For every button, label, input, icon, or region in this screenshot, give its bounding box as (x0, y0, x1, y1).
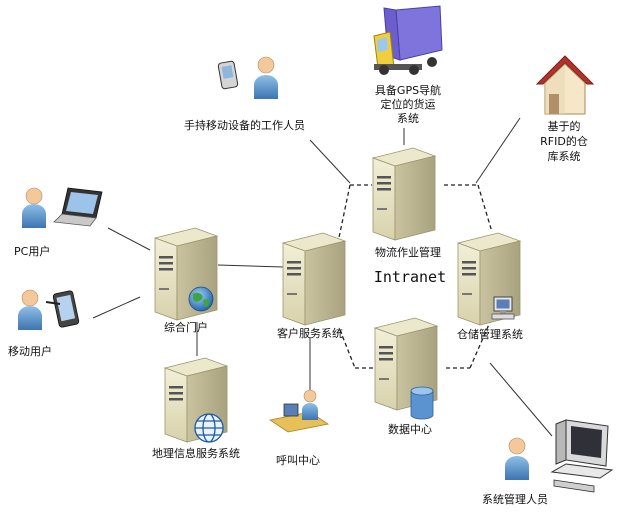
label-rfid-line2: RFID的仓 (540, 134, 588, 148)
desktop-computer-icon (550, 419, 614, 493)
label-truck-line1: 具备GPS导航 (375, 83, 441, 97)
server-customer-service (281, 232, 347, 326)
label-warehouse-mgmt: 仓储管理系统 (457, 327, 523, 341)
label-intranet: Intranet (374, 268, 446, 286)
label-rfid-line1: 基于的 (548, 119, 581, 133)
label-pc-user: PC用户 (14, 244, 50, 258)
label-logistics-mgmt: 物流作业管理 (375, 245, 441, 259)
link-warehouse-admin (489, 362, 553, 437)
delivery-truck-icon (373, 5, 443, 75)
link-portal-customer (217, 264, 284, 268)
connection-lines (92, 117, 553, 437)
database-icon (410, 386, 434, 420)
mobile-staff-person-icon (254, 56, 278, 99)
label-gis-service: 地理信息服务系统 (152, 446, 240, 460)
admin-person-icon (505, 437, 529, 480)
tablet-icon (45, 290, 80, 328)
label-call-center: 呼叫中心 (276, 454, 320, 467)
network-globe-icon (194, 413, 224, 443)
label-truck-line3: 系统 (397, 112, 419, 125)
link-staff-logistics (309, 139, 351, 184)
server-logistics-mgmt (371, 147, 437, 241)
label-data-center: 数据中心 (388, 422, 432, 436)
globe-icon (188, 286, 214, 312)
label-mobile-staff: 手持移动设备的工作人员 (184, 118, 305, 132)
link-mobile-portal (92, 296, 141, 319)
label-customer-service: 客户服务系统 (277, 326, 343, 340)
pc-user-person-icon (22, 187, 46, 228)
label-portal: 综合门户 (164, 320, 208, 334)
link-rfid-warehouse (475, 117, 521, 184)
label-sys-admin: 系统管理人员 (482, 492, 548, 506)
label-truck-line2: 定位的货运 (381, 97, 436, 111)
label-rfid-line3: 库系统 (548, 150, 581, 163)
mobile-user-person-icon (18, 289, 42, 330)
handheld-device-icon (217, 60, 239, 90)
intranet-ring (336, 184, 493, 369)
warehouse-house-icon (535, 55, 595, 115)
laptop-icon (53, 187, 103, 227)
workstation-icon (491, 296, 515, 320)
link-pc-portal (107, 227, 151, 251)
call-center-agent-icon (268, 389, 330, 433)
label-mobile-user: 移动用户 (8, 344, 52, 358)
